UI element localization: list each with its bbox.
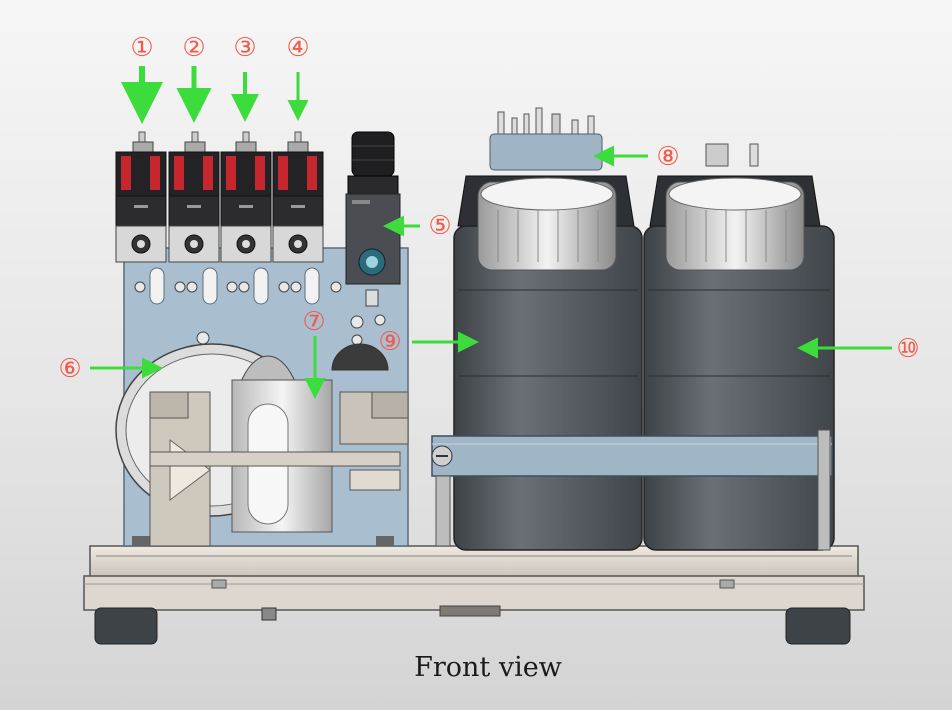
- pump-assembly: [115, 343, 409, 547]
- solenoid-valve-4: [272, 131, 324, 263]
- bottle-strap: [431, 429, 833, 551]
- callout-10: ⑩: [896, 334, 919, 364]
- callout-6: ⑥: [58, 354, 81, 384]
- callout-3: ③: [233, 33, 256, 63]
- solenoid-valve-2: [168, 131, 220, 263]
- callout-1: ①: [130, 33, 153, 63]
- callout-4: ④: [286, 33, 309, 63]
- pressure-valve-assembly: [345, 131, 401, 307]
- callout-5: ⑤: [428, 211, 451, 241]
- callout-labels: ① ② ③ ④ ⑤ ⑥ ⑦ ⑧ ⑨ ⑩: [58, 33, 919, 384]
- base-frame: [83, 545, 865, 645]
- callout-2: ②: [182, 33, 205, 63]
- level-sensor-head: [489, 107, 603, 171]
- callout-arrows: [90, 66, 892, 399]
- solenoid-valve-3: [220, 131, 272, 263]
- solenoid-valve-1: [115, 131, 167, 263]
- reagent-bottle-left: [453, 175, 643, 551]
- figure-caption: Front view: [414, 652, 562, 683]
- callout-9: ⑨: [378, 327, 401, 357]
- callout-7: ⑦: [302, 307, 325, 337]
- solenoid-valve-bank: [115, 131, 324, 263]
- callout-8: ⑧: [656, 142, 679, 172]
